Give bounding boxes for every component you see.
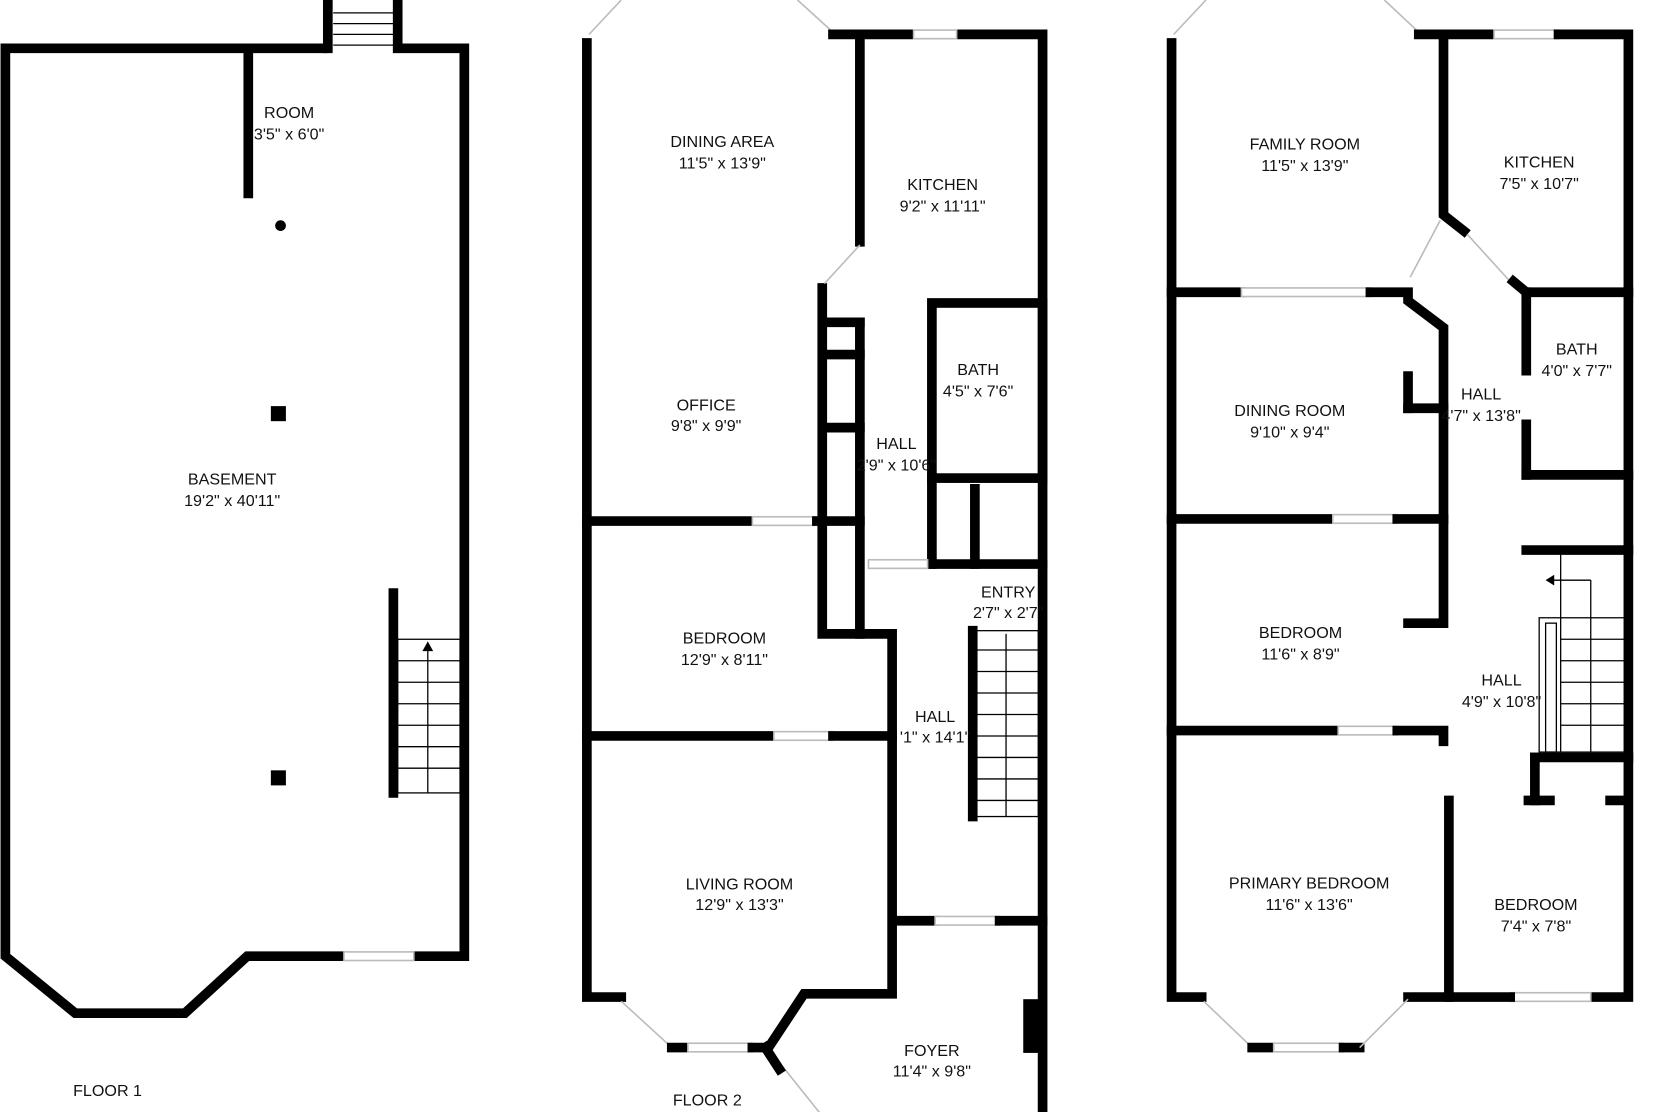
room-name: PRIMARY BEDROOM [1229,875,1390,893]
column [270,770,286,786]
room-dims: 9'10" x 9'4" [1250,423,1330,441]
room-name: HALL [1461,386,1501,404]
room-dims: 11'6" x 13'6" [1266,896,1353,914]
room-name: BEDROOM [683,630,766,648]
basement-stairs [397,638,461,794]
room-dims: 2'7" x 2'7" [973,604,1044,622]
room-dims: 11'4" x 9'8" [893,1063,971,1081]
room-dims: 4'9" x 10'8" [1462,693,1542,711]
floor-3-plan: FAMILY ROOM 11'5" x 13'9" KITCHEN 7'5" x… [1166,0,1634,1053]
room-dims: 2'9" x 10'6" [857,457,937,475]
floor-label: FLOOR 2 [673,1092,742,1110]
room-name: BEDROOM [1494,896,1577,914]
room-name: FAMILY ROOM [1250,135,1360,153]
room-name: ENTRY [981,583,1036,601]
room-name: HALL [1481,671,1521,689]
room-dims: 9'2" x 11'11" [900,198,986,216]
column [275,220,286,231]
room-dims: 19'2" x 40'11" [184,492,280,510]
room-name: BATH [1556,341,1598,359]
room-name: DINING ROOM [1234,402,1345,420]
wall-block [1023,999,1039,1053]
room-dims: 3'5" x 6'0" [254,126,325,144]
room-dims: 12'9" x 8'11" [681,651,768,669]
floor-3-outer-wall [1166,38,1207,1002]
room-dims: 11'6" x 8'9" [1261,646,1339,664]
floor-3-stairs [1538,553,1626,753]
bath-walls [927,298,1048,483]
room-dims: 7'5" x 10'7" [1499,175,1579,193]
room-name: BATH [957,361,999,379]
column [270,406,286,422]
room-dims: 12'9" x 13'3" [695,896,784,914]
room-name: HALL [915,708,955,726]
room-dims: 4'0" x 7'7" [1542,362,1613,380]
floor-2-outer-wall [582,38,627,1002]
room-name: LIVING ROOM [686,876,793,894]
room-name: DINING AREA [670,133,774,151]
room-name: ROOM [264,104,314,122]
floor-1-outer-wall-right [392,0,470,962]
floor-label: FLOOR 1 [73,1082,142,1100]
room-dims: 9'8" x 9'9" [671,417,742,435]
room-name: FOYER [904,1042,960,1060]
top-stairs [333,12,394,46]
room-name: HALL [876,435,916,453]
room-dims: 4'7" x 13'8" [1441,407,1521,425]
floor-2-outer-wall-right [828,29,1048,1112]
room-dims: 4'5" x 7'6" [943,382,1014,400]
room-dims: 11'5" x 13'9" [679,155,766,173]
room-name: BEDROOM [1259,624,1342,642]
floor-1-plan: ROOM 3'5" x 6'0" BASEMENT 19'2" x 40'11"… [0,0,470,1100]
floor-2-plan: DINING AREA 11'5" x 13'9" KITCHEN 9'2" x… [582,0,1048,1112]
room-name: KITCHEN [1504,154,1575,172]
room-dims: '1" x 14'1" [900,728,971,746]
window [343,951,415,962]
room-name: BASEMENT [188,471,277,489]
room-dims: 11'5" x 13'9" [1261,157,1348,175]
floor-2-stairs [975,630,1039,818]
room-dims: 7'4" x 7'8" [1501,918,1572,936]
floor-1-outer-wall [0,43,349,1018]
room-name: OFFICE [677,396,736,414]
room-name: KITCHEN [907,176,978,194]
